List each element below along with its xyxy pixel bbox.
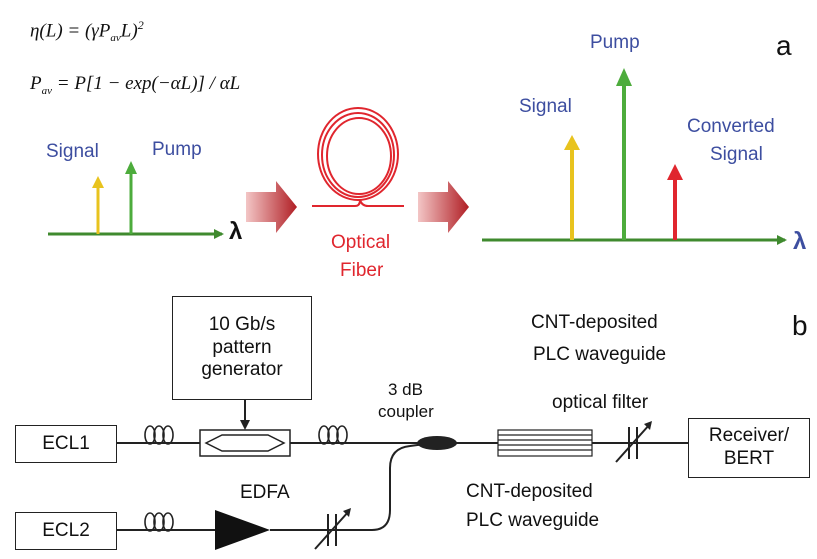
output-converted-arrow bbox=[667, 164, 683, 240]
equation-2-lhs-sub: av bbox=[41, 84, 52, 97]
optical-fiber-coil bbox=[312, 107, 404, 207]
optical-filter-label: optical filter bbox=[552, 392, 649, 413]
output-pump-label: Pump bbox=[590, 32, 640, 53]
converted-label-line1: Converted bbox=[687, 116, 775, 137]
optical-filter-symbol bbox=[615, 423, 651, 463]
lower-filter-arrowhead bbox=[343, 508, 351, 517]
pattern-generator-line1: 10 Gb/s bbox=[208, 313, 276, 335]
equation-efficiency: η(L) = (γPavL)2 bbox=[30, 18, 144, 44]
output-lambda-label: λ bbox=[793, 228, 807, 255]
coupler-label-line1: 3 dB bbox=[388, 380, 423, 399]
receiver-line2: BERT bbox=[723, 448, 775, 469]
input-to-fiber-arrow bbox=[246, 181, 297, 233]
panel-b-letter: b bbox=[792, 310, 808, 341]
receiver-line1: Receiver/ bbox=[708, 425, 790, 447]
ecl1-box: ECL1 bbox=[15, 425, 117, 463]
pattern-generator-box: 10 Gb/s pattern generator bbox=[172, 296, 312, 400]
input-lambda-label: λ bbox=[229, 218, 243, 245]
coupler-element bbox=[417, 436, 457, 450]
cnt-bottom-label-line1: CNT-deposited bbox=[466, 481, 593, 502]
optical-filter-arrowhead bbox=[644, 421, 652, 430]
ecl2-box: ECL2 bbox=[15, 512, 117, 550]
converted-label-line2: Signal bbox=[710, 144, 763, 165]
equation-2-rhs: = P[1 − exp(−αL)] / αL bbox=[52, 73, 241, 94]
pattern-generator-line3: generator bbox=[201, 359, 283, 381]
equation-1-sub: av bbox=[110, 32, 121, 45]
edfa-amplifier bbox=[215, 510, 270, 550]
pattern-feed-arrowhead bbox=[240, 420, 250, 430]
modulator bbox=[199, 429, 291, 457]
equation-1-sup: 2 bbox=[137, 18, 144, 32]
input-signal-arrow bbox=[92, 176, 104, 234]
cnt-bottom-label-line2: PLC waveguide bbox=[466, 510, 600, 531]
output-pump-arrow bbox=[616, 68, 632, 240]
input-signal-label: Signal bbox=[46, 141, 99, 162]
fiber-label-line2: Fiber bbox=[340, 260, 384, 281]
edfa-label: EDFA bbox=[240, 482, 290, 503]
equation-1-end: L) bbox=[120, 20, 138, 42]
cnt-top-label-line2: PLC waveguide bbox=[533, 344, 667, 365]
receiver-box: Receiver/ BERT bbox=[688, 418, 810, 478]
equation-average-power: Pav = P[1 − exp(−αL)] / αL bbox=[30, 73, 240, 97]
cnt-top-label-line1: CNT-deposited bbox=[531, 312, 658, 333]
fiber-spool-1 bbox=[144, 425, 174, 445]
coupler-label-line2: coupler bbox=[378, 402, 434, 421]
fiber-label-line1: Optical bbox=[331, 232, 391, 253]
fiber-to-output-arrow bbox=[418, 181, 469, 233]
output-signal-label: Signal bbox=[519, 96, 572, 117]
fiber-spool-3 bbox=[144, 512, 174, 532]
input-pump-arrow bbox=[125, 161, 137, 234]
equation-1-main: η(L) = (γP bbox=[30, 20, 111, 42]
output-signal-arrow bbox=[564, 135, 580, 240]
input-pump-label: Pump bbox=[152, 139, 202, 160]
panel-a-letter: a bbox=[776, 30, 792, 61]
lower-filter-symbol bbox=[314, 510, 350, 550]
equation-2-lhs: P bbox=[30, 73, 42, 94]
pattern-generator-line2: pattern bbox=[212, 336, 272, 358]
cnt-waveguide bbox=[497, 429, 593, 457]
fiber-spool-2 bbox=[318, 425, 348, 445]
fiber-line-to-coupler bbox=[371, 443, 426, 531]
